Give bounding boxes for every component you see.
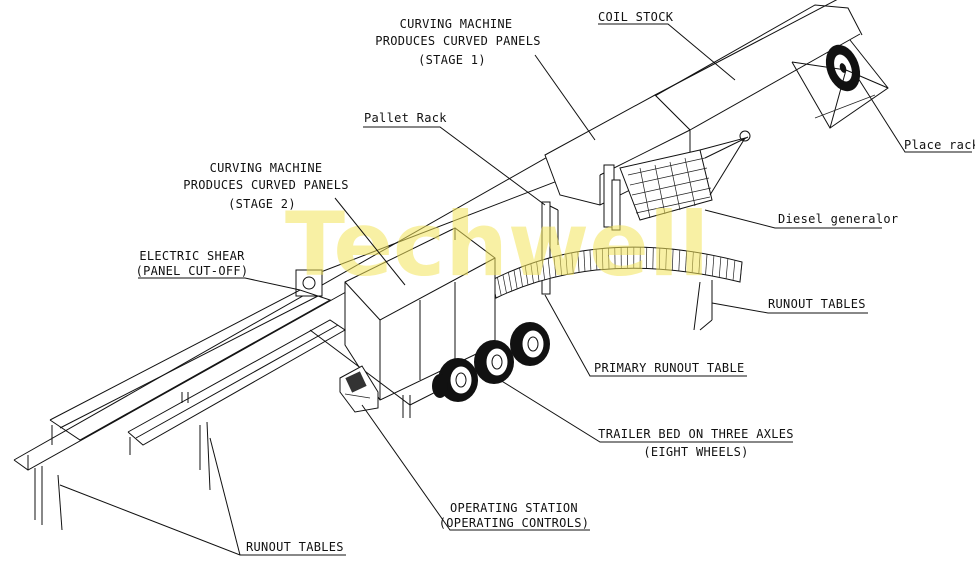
runout-roller bbox=[685, 250, 687, 272]
runout-roller bbox=[608, 247, 610, 270]
runout-roller bbox=[571, 252, 574, 274]
runout-roller bbox=[658, 248, 661, 270]
runout-roller bbox=[508, 272, 513, 292]
runout-roller bbox=[739, 261, 743, 283]
runout-roller bbox=[583, 250, 586, 272]
label-pallet-rack: Pallet Rack bbox=[364, 111, 447, 125]
runout-table-legs bbox=[34, 392, 211, 531]
electric-shear bbox=[295, 269, 323, 297]
coil-stock bbox=[825, 44, 861, 92]
callout-labels: CURVING MACHINE PRODUCES CURVED PANELS (… bbox=[136, 10, 975, 554]
runout-roller bbox=[691, 251, 694, 273]
label-place-rack: Place rack bbox=[904, 138, 975, 152]
leader-lines bbox=[59, 23, 972, 556]
runout-roller bbox=[601, 248, 604, 270]
runout-roller bbox=[712, 255, 715, 277]
place-rack bbox=[791, 39, 889, 129]
label-curving-stage1-line1: CURVING MACHINE bbox=[400, 17, 513, 31]
runout-roller bbox=[553, 256, 557, 277]
runout-roller bbox=[541, 259, 545, 280]
runout-roller bbox=[519, 267, 523, 287]
label-electric-shear-line2: (PANEL CUT-OFF) bbox=[136, 264, 249, 278]
label-electric-shear-line1: ELECTRIC SHEAR bbox=[139, 249, 245, 263]
runout-roller bbox=[589, 249, 592, 271]
label-curving-stage1-line2: PRODUCES CURVED PANELS bbox=[375, 34, 541, 48]
runout-roller bbox=[559, 255, 562, 276]
diesel-generator bbox=[603, 130, 751, 231]
runout-roller bbox=[565, 253, 568, 275]
label-trailer-bed-line2: (EIGHT WHEELS) bbox=[643, 445, 748, 459]
label-curving-stage2-line2: PRODUCES CURVED PANELS bbox=[183, 178, 349, 192]
wheel bbox=[510, 322, 550, 366]
runout-roller bbox=[547, 258, 551, 279]
label-primary-runout-table: PRIMARY RUNOUT TABLE bbox=[594, 361, 745, 375]
label-runout-tables-bottom: RUNOUT TABLES bbox=[246, 540, 344, 554]
runout-roller bbox=[718, 256, 722, 278]
runout-roller bbox=[665, 248, 667, 270]
runout-roller bbox=[732, 260, 736, 281]
runout-roller bbox=[678, 249, 681, 271]
curving-machine-stage2 bbox=[344, 227, 496, 401]
label-coil-stock: COIL STOCK bbox=[598, 10, 674, 24]
runout-roller bbox=[513, 269, 518, 289]
primary-runout-table-drawing bbox=[491, 246, 743, 331]
runout-roller bbox=[502, 274, 507, 294]
label-trailer-bed-line1: TRAILER BED ON THREE AXLES bbox=[598, 427, 794, 441]
operating-station-drawing bbox=[339, 365, 379, 413]
wheel bbox=[474, 340, 514, 384]
runout-roller bbox=[497, 277, 502, 296]
label-operating-station-line2: (OPERATING CONTROLS) bbox=[439, 516, 590, 530]
label-curving-stage1-line3: (STAGE 1) bbox=[418, 53, 486, 67]
label-operating-station-line1: OPERATING STATION bbox=[450, 501, 578, 515]
runout-roller bbox=[595, 249, 598, 271]
runout-roller bbox=[698, 252, 701, 274]
watermark: Techwell bbox=[285, 193, 709, 296]
runout-roller bbox=[705, 254, 708, 275]
runout-roller bbox=[530, 263, 534, 284]
wheel bbox=[438, 358, 478, 402]
label-curving-stage2-line1: CURVING MACHINE bbox=[210, 161, 323, 175]
runout-channels bbox=[49, 289, 346, 455]
runout-roller bbox=[536, 261, 540, 282]
trailer-wheels bbox=[432, 322, 550, 402]
pallet-rack bbox=[541, 201, 559, 295]
runout-roller bbox=[524, 265, 529, 285]
label-curving-stage2-line3: (STAGE 2) bbox=[228, 197, 296, 211]
label-runout-tables-right: RUNOUT TABLES bbox=[768, 297, 866, 311]
label-diesel-generator: Diesel generalor bbox=[778, 212, 898, 226]
runout-roller bbox=[725, 258, 729, 279]
runout-roller bbox=[671, 249, 674, 271]
runout-roller bbox=[577, 251, 580, 273]
